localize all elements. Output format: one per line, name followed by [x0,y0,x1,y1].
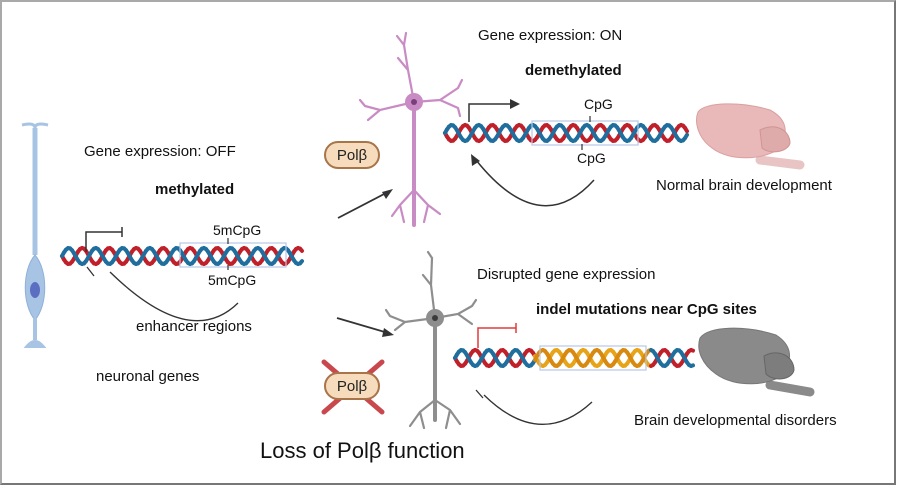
left-methylation-label: methylated [155,181,235,198]
impaired-neuron-icon [384,250,478,430]
blocked-enhancer-arc [475,389,593,425]
arrow-to-impaired-neuron [336,317,389,334]
left-cpg-top: 5mCpG [213,222,262,238]
top-methylation-label: demethylated [525,62,622,79]
nucleus-icon [30,282,40,298]
enhancer-label: enhancer regions [136,318,252,335]
dna-strand-segment [683,125,689,134]
normal-brain-icon [696,103,805,170]
radial-glia-progenitor-icon [21,122,49,348]
dna-strand-segment [298,259,304,266]
disorder-outcome-label: Brain developmental disorders [634,412,837,429]
top-cpg-top: CpG [584,96,613,112]
dna-helix-demethylated [443,123,689,143]
dna-strand-segment [689,363,695,368]
left-state-label: Gene expression: OFF [84,143,236,160]
active-promoter-arrow-icon [468,103,512,122]
cpg-region-box-top [531,120,639,146]
dna-strand-segment [683,132,689,141]
loss-of-function-title: Loss of Polβ function [260,438,465,463]
dna-strand-segment [689,348,695,353]
polb-badge: Polβ [324,141,380,169]
enhancer-activation-arc [475,159,595,207]
abnormal-brain-icon [698,327,815,397]
dna-helix-mutated [453,348,695,368]
mutation-label: indel mutations near CpG sites [536,301,757,318]
arrow-to-healthy-neuron [337,191,389,219]
enhancer-inhibition-arc [86,266,239,322]
dna-strand-segment [298,246,304,253]
mutation-region-box [539,345,647,371]
cpg-region-box [179,242,287,268]
normal-outcome-label: Normal brain development [656,177,832,194]
repressed-promoter-icon [85,227,123,252]
top-state-label: Gene expression: ON [478,27,623,44]
genes-label: neuronal genes [96,368,200,385]
top-cpg-bottom: CpG [577,150,606,166]
bottom-state-label: Disrupted gene expression [477,266,656,283]
dna-helix-methylated [60,246,304,266]
left-cpg-bottom: 5mCpG [208,272,257,288]
repressed-promoter-red-icon [477,323,517,348]
polb-badge-lost: Polβ [324,372,380,400]
healthy-neuron-icon [358,31,464,227]
